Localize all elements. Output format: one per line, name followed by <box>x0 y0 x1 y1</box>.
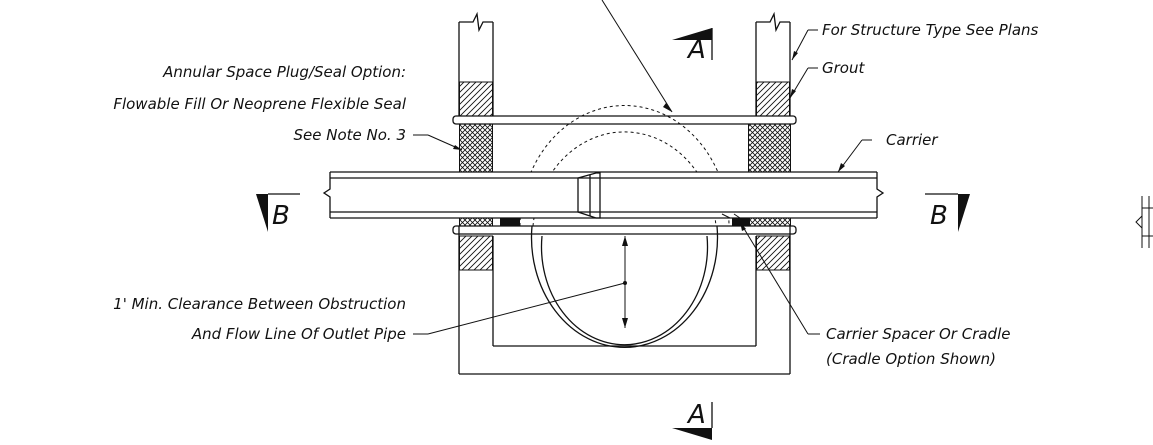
seal-left-upper <box>459 123 493 175</box>
clearance-dimension <box>622 236 628 328</box>
section-mark-a-top: A <box>672 28 713 65</box>
label-grout: Grout <box>822 59 865 77</box>
grout-right-lower <box>756 235 790 271</box>
section-label-a-top: A <box>686 35 706 65</box>
section-mark-b-left: B <box>256 193 300 232</box>
top-leader-arrow <box>663 103 672 112</box>
label-spacer-line2: (Cradle Option Shown) <box>826 350 996 368</box>
grout-left-lower <box>459 235 493 271</box>
section-mark-a-bottom: A <box>672 400 713 440</box>
edge-break-symbol <box>1135 196 1153 248</box>
label-structure-type: For Structure Type See Plans <box>822 21 1039 39</box>
section-label-b-right: B <box>930 201 948 231</box>
label-carrier: Carrier <box>886 131 938 149</box>
seal-right-upper <box>748 123 791 175</box>
section-label-a-bottom: A <box>686 400 706 430</box>
section-mark-b-right: B <box>925 193 970 232</box>
grout-right-upper <box>756 81 790 117</box>
structure-body <box>458 226 791 375</box>
grout-left-upper <box>459 81 493 117</box>
left-structure-wall <box>458 11 520 271</box>
lower-slab <box>452 225 797 235</box>
carrier-pipe <box>322 171 885 219</box>
leader-lines <box>413 29 872 335</box>
label-spacer-line1: Carrier Spacer Or Cradle <box>826 325 1010 343</box>
upper-slab <box>452 115 797 125</box>
section-label-b-left: B <box>272 201 290 231</box>
label-annular-line3: See Note No. 3 <box>294 126 407 144</box>
label-annular-line1: Annular Space Plug/Seal Option: <box>162 63 406 81</box>
top-leader-line <box>601 0 673 113</box>
label-annular-line2: Flowable Fill Or Neoprene Flexible Seal <box>113 95 407 113</box>
label-clearance-line1: 1' Min. Clearance Between Obstruction <box>113 295 406 313</box>
cradle-right <box>732 216 750 226</box>
right-structure-wall <box>732 11 791 271</box>
label-clearance-line2: And Flow Line Of Outlet Pipe <box>191 325 406 343</box>
cradle-left <box>500 216 520 226</box>
